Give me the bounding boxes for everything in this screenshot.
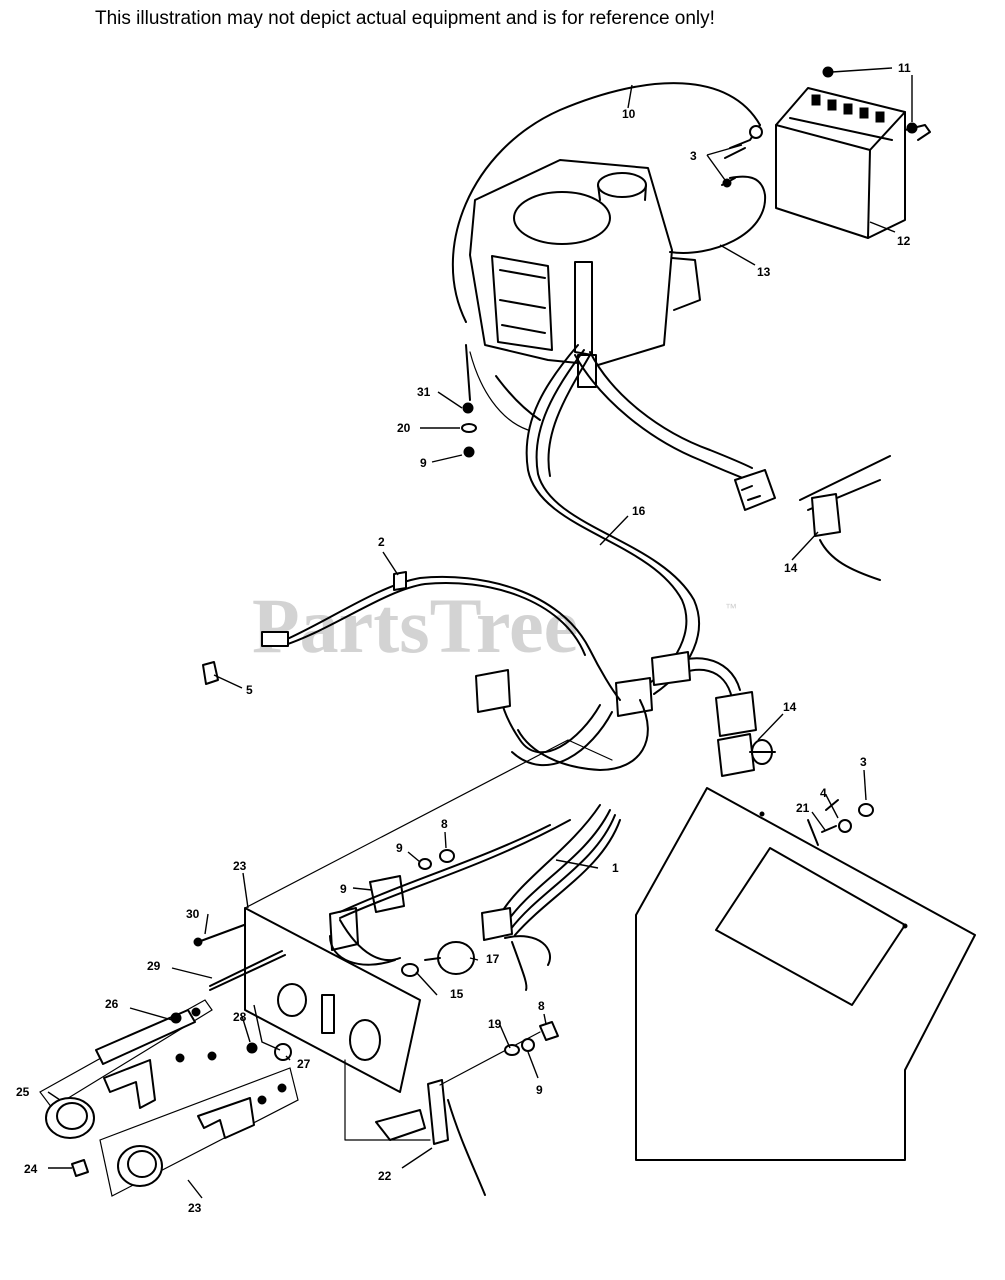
battery-cable-10 <box>451 82 761 323</box>
harness-2 <box>261 571 621 701</box>
callout-label: 9 <box>536 1083 543 1097</box>
hardware-right <box>821 803 874 833</box>
solenoid-lower <box>717 733 776 777</box>
callout-label: 13 <box>757 265 771 279</box>
callout-label: 25 <box>16 1085 30 1099</box>
leader-lines <box>47 67 913 1199</box>
part-27 <box>274 1043 292 1061</box>
battery-cable-13 <box>669 175 767 254</box>
callout-label: 19 <box>488 1017 502 1031</box>
callout-label: 2 <box>378 535 385 549</box>
callout-label: 28 <box>233 1010 247 1024</box>
callout-label: 8 <box>441 817 448 831</box>
callout-label: 31 <box>417 385 431 399</box>
callout-label: 16 <box>632 504 646 518</box>
callout-label: 30 <box>186 907 200 921</box>
callout-label: 4 <box>820 786 827 800</box>
callout-label: 23 <box>188 1201 202 1215</box>
callout-label: 9 <box>396 841 403 855</box>
callout-label: 3 <box>860 755 867 769</box>
callout-label: 15 <box>450 987 464 1001</box>
bolt-stack <box>461 344 529 458</box>
lever-assembly <box>375 1021 559 1196</box>
callout-label: 29 <box>147 959 161 973</box>
callout-label: 22 <box>378 1169 392 1183</box>
battery-cable-11 <box>904 124 931 141</box>
callout-label: 14 <box>784 561 798 575</box>
disclaimer-text: This illustration may not depict actual … <box>95 8 715 29</box>
callout-labels: 10 11 3 12 13 31 20 9 16 14 2 5 14 3 4 2… <box>16 61 911 1215</box>
watermark: PartsTree ™ <box>252 582 737 669</box>
watermark-text: PartsTree <box>252 582 578 669</box>
callout-label: 1 <box>612 861 619 875</box>
gauge-assembly-lower <box>71 1067 299 1197</box>
battery <box>775 66 918 239</box>
watermark-trademark: ™ <box>725 601 737 615</box>
callout-label: 11 <box>898 61 911 75</box>
callout-label: 17 <box>486 952 500 966</box>
callout-label: 3 <box>690 149 697 163</box>
callout-label: 24 <box>24 1162 38 1176</box>
callout-label: 20 <box>397 421 411 435</box>
screws-29-30 <box>193 924 286 991</box>
callout-label: 12 <box>897 234 911 248</box>
part-28 <box>246 1042 258 1054</box>
callout-label: 14 <box>783 700 797 714</box>
part-5 <box>202 661 243 689</box>
solenoid-upper <box>799 455 891 581</box>
front-panel <box>244 739 621 1141</box>
callout-label: 21 <box>796 801 810 815</box>
engine <box>469 159 701 388</box>
callout-label: 23 <box>233 859 247 873</box>
callout-label: 26 <box>105 997 119 1011</box>
callout-label: 27 <box>297 1057 311 1071</box>
gauge-assembly-upper <box>39 999 217 1139</box>
callout-label: 10 <box>622 107 636 121</box>
callout-label: 5 <box>246 683 253 697</box>
main-harness <box>475 344 776 771</box>
callout-label: 9 <box>420 456 427 470</box>
callout-label: 8 <box>538 999 545 1013</box>
dash-panel <box>635 787 976 1161</box>
callout-label: 9 <box>340 882 347 896</box>
